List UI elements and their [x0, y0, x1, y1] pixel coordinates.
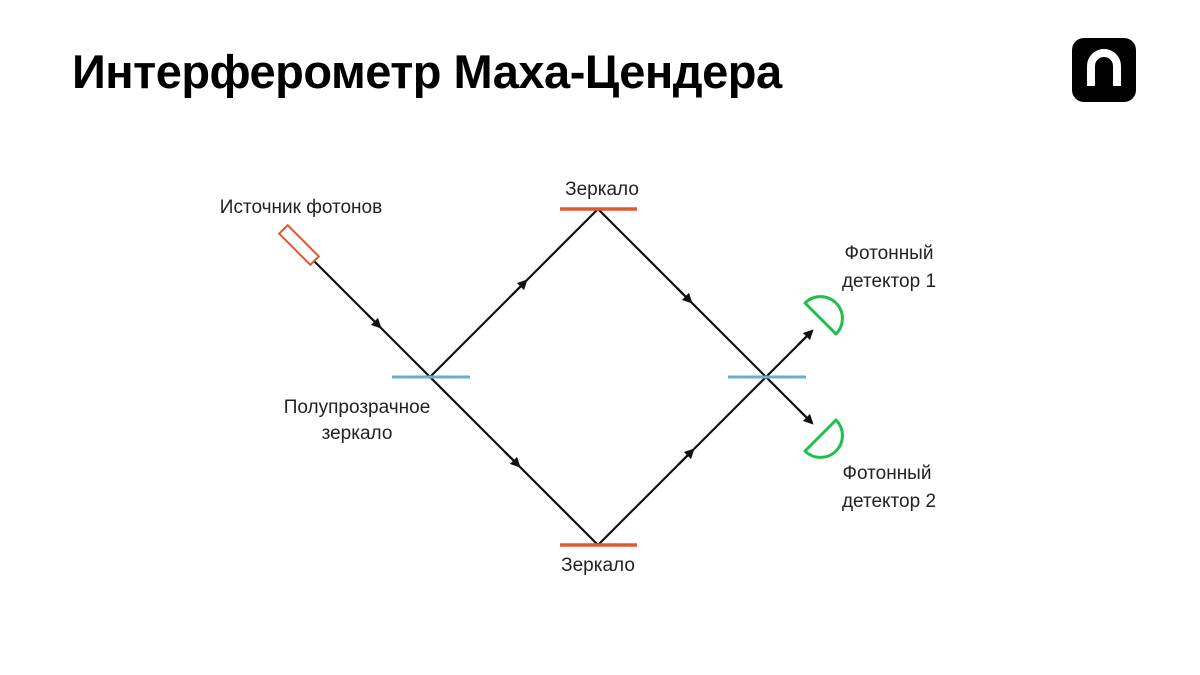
- bottom-mirror-label: Зеркало: [561, 555, 635, 576]
- detector-2-label-line1: Фотонный: [843, 463, 932, 484]
- splitter-label-line1: Полупрозрачное: [284, 397, 431, 418]
- beam-arrows: [365, 279, 814, 468]
- arrow-lower-right: [678, 448, 695, 465]
- detector-2-label-line2: детектор 2: [842, 491, 936, 512]
- arrow-source: [365, 312, 382, 329]
- photon-detector-2-icon: [803, 418, 844, 459]
- splitter-label-line2: зеркало: [322, 423, 393, 444]
- arrow-upper-left: [511, 279, 528, 296]
- photon-detector-1-icon: [803, 295, 844, 336]
- photon-source-icon: [277, 223, 321, 267]
- arrow-lower-left: [504, 451, 521, 468]
- source-label: Источник фотонов: [220, 197, 382, 218]
- detector-1-label-line1: Фотонный: [845, 243, 934, 264]
- arrow-detector-1: [797, 329, 814, 346]
- page-title: Интерферометр Маха-Цендера: [72, 45, 782, 98]
- top-mirror-label: Зеркало: [565, 179, 639, 200]
- detector-1-label-line2: детектор 1: [842, 271, 936, 292]
- arrow-upper-right: [676, 287, 693, 304]
- arrow-detector-2: [797, 408, 814, 425]
- arch-logo-icon: [1072, 38, 1136, 102]
